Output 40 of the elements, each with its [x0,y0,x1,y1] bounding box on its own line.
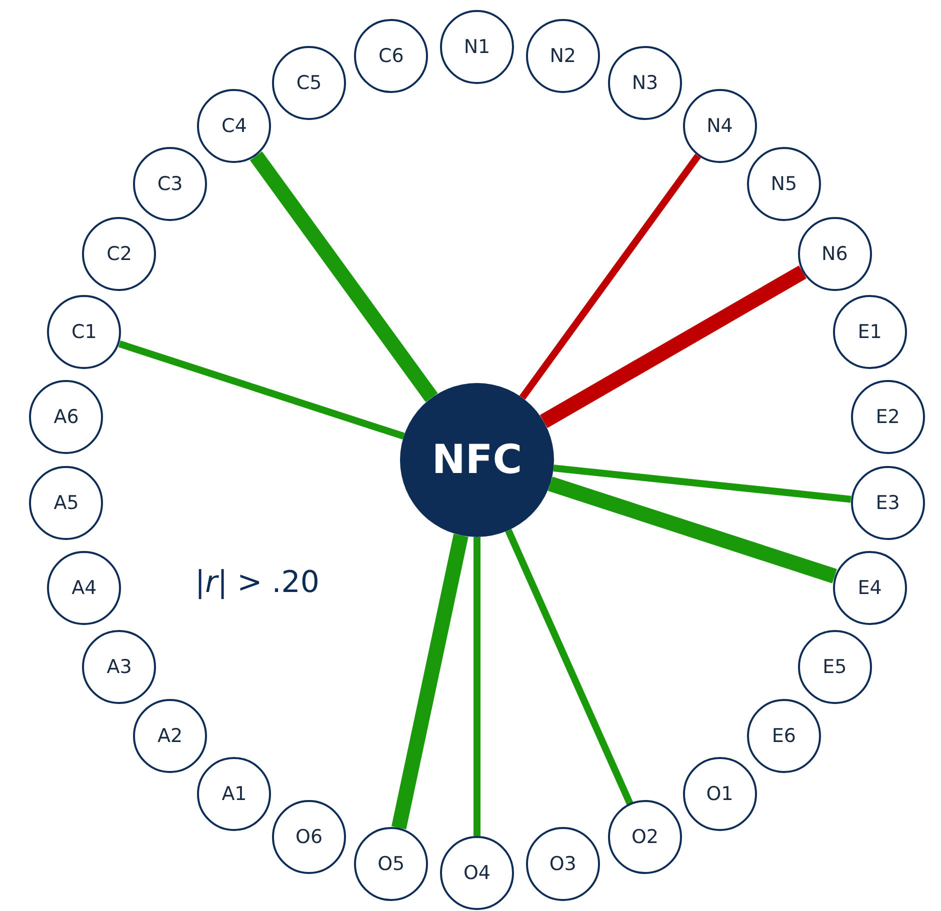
trait-node: E5 [798,630,872,704]
center-node: NFC [400,383,554,537]
trait-node: A3 [82,630,156,704]
trait-node: C5 [272,46,346,120]
trait-node: C3 [133,146,208,221]
connection-line [553,464,852,503]
trait-node: A6 [29,380,104,454]
trait-node: E1 [832,295,907,370]
trait-node: C1 [47,295,122,370]
trait-node: N5 [746,146,821,221]
connection-line [118,340,405,440]
trait-node: N3 [608,46,682,120]
trait-node: O1 [682,757,757,832]
connection-line [474,537,480,836]
trait-node: E3 [850,466,925,540]
trait-node: O2 [608,800,682,874]
trait-node: N6 [798,216,872,290]
connection-line [548,476,837,584]
trait-node: N4 [682,88,757,163]
trait-node: O4 [440,836,514,910]
threshold-note: |r| > .20 [195,565,320,600]
connection-line [519,154,701,400]
connection-line [540,266,806,428]
trait-node: A5 [29,466,104,540]
trait-node: E4 [832,550,907,625]
trait-node: O6 [272,800,346,874]
trait-node: A4 [47,550,122,625]
trait-node: O3 [526,826,600,901]
trait-node: C6 [354,19,428,94]
trait-node: C2 [82,216,156,290]
trait-node: E6 [746,699,821,774]
trait-node: N2 [526,19,600,94]
trait-node: C4 [197,88,272,163]
trait-node: E2 [850,380,925,454]
connection-line [250,151,438,402]
trait-node: A2 [133,699,208,774]
connection-line [391,534,468,830]
trait-node: N1 [440,10,514,84]
trait-node: O5 [354,826,428,901]
trait-node: A1 [197,757,272,832]
